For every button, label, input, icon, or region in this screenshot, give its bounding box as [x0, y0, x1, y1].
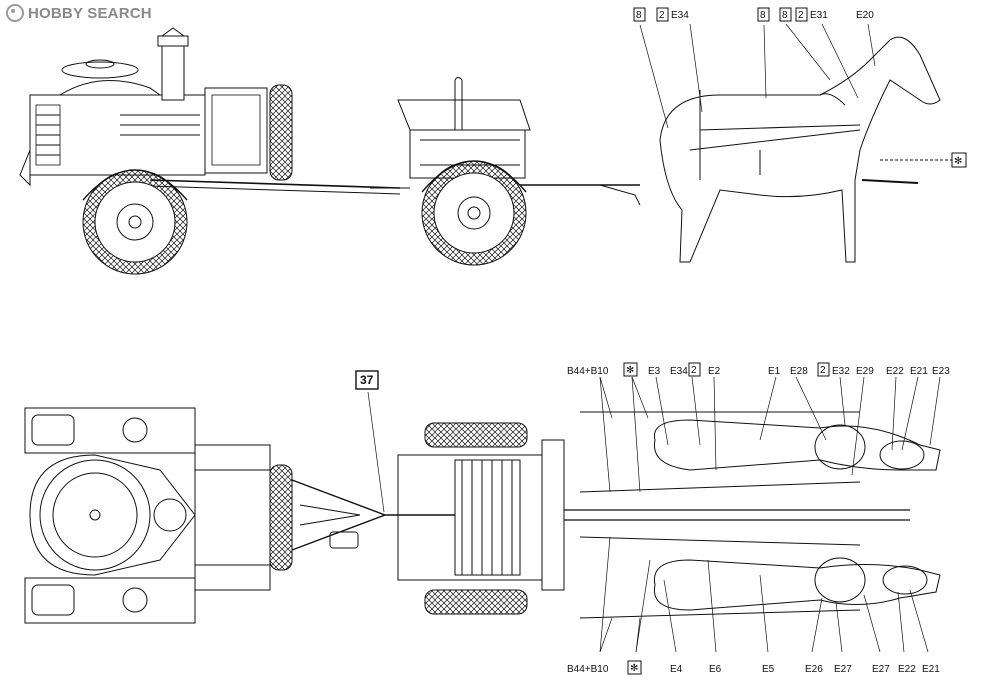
label-e22-bottom: E22: [898, 664, 916, 675]
label-e34-plan: E34: [670, 366, 688, 377]
label-e26: E26: [805, 664, 823, 675]
label-asterisk-plan-bottom: ✻: [630, 663, 638, 674]
plan-view: [24, 376, 941, 653]
label-e3: E3: [648, 366, 661, 377]
label-e2: E2: [708, 366, 721, 377]
step-number: 37: [360, 373, 374, 387]
limber-plan: [385, 422, 565, 615]
label-box2-c: 2: [691, 365, 697, 376]
label-e29: E29: [856, 366, 874, 377]
label-e34-top: E34: [671, 10, 689, 21]
label-e23: E23: [932, 366, 950, 377]
label-e27-b: E27: [872, 664, 890, 675]
logo-icon: [6, 4, 24, 22]
label-b44-b10-bottom: B44+B10: [567, 664, 609, 675]
label-box8-c: 8: [782, 10, 788, 21]
horse-side: [659, 36, 955, 263]
box8-a: [633, 7, 646, 22]
kitchen-wheel-side: [82, 169, 188, 275]
field-kitchen-plan: [24, 407, 387, 624]
label-asterisk-plan-top: ✻: [626, 365, 634, 376]
label-asterisk-top-view: ✻: [954, 156, 962, 167]
step-number-box: [355, 370, 379, 390]
field-kitchen-side: [19, 27, 401, 195]
label-e22-top: E22: [886, 366, 904, 377]
limber-wheel-side: [421, 160, 527, 266]
label-e28: E28: [790, 366, 808, 377]
horse-plan-bottom: [579, 536, 941, 619]
spare-tire-plan: [269, 464, 293, 571]
leader-lines-top: [639, 23, 876, 129]
limber-wheel-plan-bottom: [424, 589, 528, 615]
label-e21-top: E21: [910, 366, 928, 377]
label-box8-a: 8: [636, 10, 642, 21]
horse-plan-top: [579, 411, 941, 493]
label-e32: E32: [832, 366, 850, 377]
label-e27-a: E27: [834, 664, 852, 675]
label-e6: E6: [709, 664, 722, 675]
watermark-text: HOBBY SEARCH: [28, 4, 152, 22]
side-view: [19, 23, 955, 275]
watermark-logo: HOBBY SEARCH: [6, 4, 152, 22]
label-box8-b: 8: [760, 10, 766, 21]
label-box2-b: 2: [798, 10, 804, 21]
label-e20: E20: [856, 10, 874, 21]
limber-wheel-plan-top: [424, 422, 528, 448]
label-b44-b10-top: B44+B10: [567, 366, 609, 377]
label-box2-a: 2: [659, 10, 665, 21]
spare-tire-side: [269, 84, 293, 181]
label-box2-d: 2: [820, 365, 826, 376]
label-e5: E5: [762, 664, 775, 675]
label-e31: E31: [810, 10, 828, 21]
leader-lines-plan: [367, 376, 941, 653]
label-e21-bottom: E21: [922, 664, 940, 675]
plan-callouts: 37 B44+B10 ✻ E3 E34 2 E2 E1 E28 2 E32 E2…: [355, 362, 950, 675]
label-e1: E1: [768, 366, 781, 377]
top-callouts: 8 2 E34 8 8 2 E31 E20 ✻: [633, 7, 967, 168]
label-e4: E4: [670, 664, 683, 675]
